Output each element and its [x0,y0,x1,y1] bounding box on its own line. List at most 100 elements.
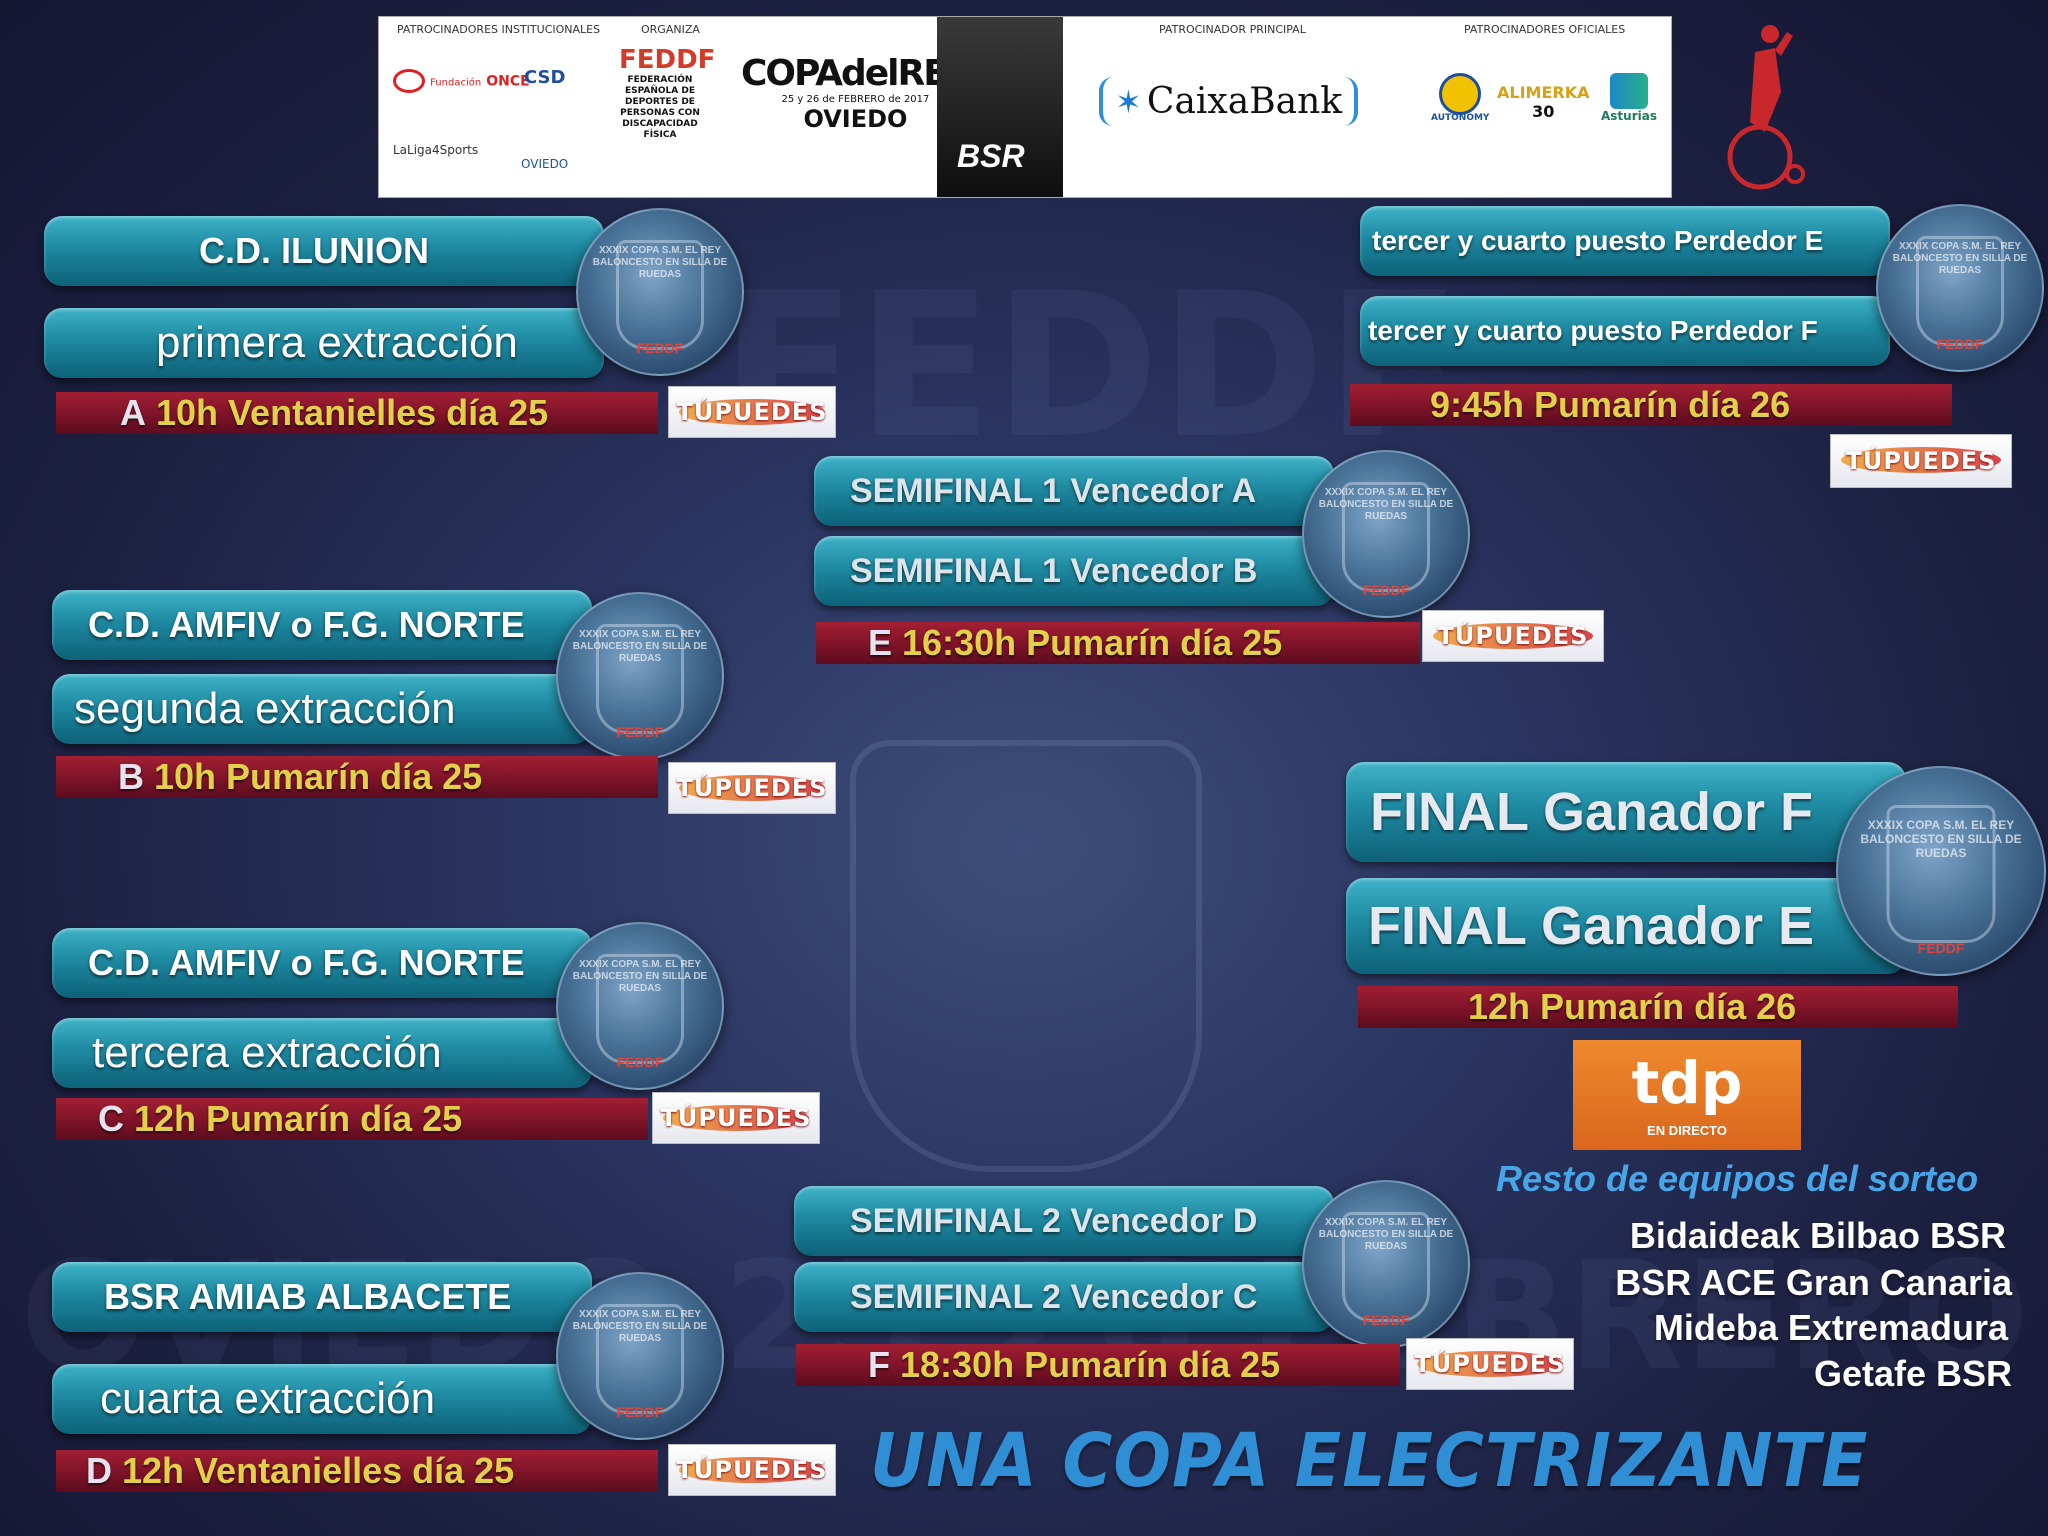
final-schedule: 12h Pumarín día 26 [1358,986,1958,1028]
alimerka-num: 30 [1532,102,1555,121]
tupuedes-tv-logo-c: TÚPUEDES [652,1092,820,1144]
match-a-schedule: A 10h Ventanielles día 25 [56,392,658,434]
team-b-name: C.D. AMFIV o F.G. NORTE [88,604,525,645]
tupuedes-tv-logo-e: TÚPUEDES [1422,610,1604,662]
tupuedes-tv-text: TÚPUEDES [676,774,828,802]
sponsors-institucionales-heading: PATROCINADORES INSTITUCIONALES [397,23,601,36]
feddf-text: FEDDF [619,45,716,75]
laliga-logo: LaLiga4Sports [393,143,479,157]
resto-team-4: Getafe BSR [1813,1353,2012,1394]
match-d-letter: D [86,1450,112,1491]
tupuedes-tv-text: TÚPUEDES [676,1456,828,1484]
draw-c-pill: tercera extracción [52,1018,592,1088]
tupuedes-tv-logo-f: TÚPUEDES [1406,1338,1574,1390]
cup-badge-e: XXXIX COPA S.M. EL REY BALONCESTO EN SIL… [1302,450,1470,618]
semifinal-2-d-label: SEMIFINAL 2 Vencedor D [850,1201,1258,1240]
cup-badge-d: XXXIX COPA S.M. EL REY BALONCESTO EN SIL… [556,1272,724,1440]
draw-d-label: cuarta extracción [100,1374,436,1423]
final-f-pill: FINAL Ganador F [1346,762,1906,862]
match-c-letter: C [98,1098,124,1139]
tupuedes-tv-logo-a: TÚPUEDES [668,386,836,438]
cup-badge-a: XXXIX COPA S.M. EL REY BALONCESTO EN SIL… [576,208,744,376]
background-feddf-text: FEDDF [720,250,1462,483]
cup-badge-text: XXXIX COPA S.M. EL REY BALONCESTO EN SIL… [572,629,708,664]
cup-badge-text: XXXIX COPA S.M. EL REY BALONCESTO EN SIL… [572,1309,708,1344]
team-c-name: C.D. AMFIV o F.G. NORTE [88,942,525,983]
match-f-schedule: F 18:30h Pumarín día 25 [796,1344,1400,1386]
team-c-pill: C.D. AMFIV o F.G. NORTE [52,928,592,998]
semifinal-1-a-pill: SEMIFINAL 1 Vencedor A [814,456,1334,526]
match-e-letter: E [868,622,893,663]
once-logo: Fundación ONCE [393,69,530,93]
copa-text: COPAdelREY [741,53,972,94]
cup-badge-logo: FEDDF [1362,582,1410,598]
cup-badge-logo: FEDDF [1362,1312,1410,1328]
tupuedes-tv-logo-d: TÚPUEDES [668,1444,836,1496]
asturias-logo: Asturias [1601,73,1657,123]
csd-logo: CSD [524,67,566,88]
draw-a-label: primera extracción [156,318,518,367]
cup-badge-final: XXXIX COPA S.M. EL REY BALONCESTO EN SIL… [1836,766,2046,976]
draw-b-pill: segunda extracción [52,674,592,744]
cup-badge-logo: FEDDF [616,1054,664,1070]
tupuedes-tv-logo-b: TÚPUEDES [668,762,836,814]
asturias-text: Asturias [1601,109,1657,123]
bsr-text: BSR [957,138,1025,174]
alimerka-logo: ALIMERKA 30 [1497,83,1589,121]
semifinal-2-d-pill: SEMIFINAL 2 Vencedor D [794,1186,1334,1256]
resto-team-2: BSR ACE Gran Canaria [1615,1262,2012,1303]
team-b-pill: C.D. AMFIV o F.G. NORTE [52,590,592,660]
cup-badge-logo: FEDDF [616,1404,664,1420]
cup-badge-logo: FEDDF [1917,940,1965,956]
team-a-name: C.D. ILUNION [199,230,429,271]
cup-badge-text: XXXIX COPA S.M. EL REY BALONCESTO EN SIL… [572,959,708,994]
match-e-time: 16:30h Pumarín día 25 [902,622,1283,663]
final-e-label: FINAL Ganador E [1368,896,1815,956]
match-b-time: 10h Pumarín día 25 [154,756,483,797]
copa-date-text: 25 y 26 de FEBRERO de 2017 [781,94,930,105]
trophy-watermark [850,740,1202,1172]
third-place-f-label: tercer y cuarto puesto Perdedor F [1368,315,1818,346]
tupuedes-tv-text: TÚPUEDES [1845,447,1997,475]
tdp-logo: tdp EN DIRECTO [1573,1040,1801,1150]
tdp-subtitle: EN DIRECTO [1647,1122,1727,1138]
feddf-logo: FEDDF FEDERACIÓN ESPAÑOLA DE DEPORTES DE… [619,45,716,141]
copa-del-rey-logo: COPAdelREY 25 y 26 de FEBRERO de 2017 OV… [741,53,972,133]
sponsors-organiza-heading: ORGANIZA [641,23,700,36]
cup-badge-f: XXXIX COPA S.M. EL REY BALONCESTO EN SIL… [1302,1180,1470,1348]
copa-city-text: OVIEDO [803,105,908,133]
cup-badge-third: XXXIX COPA S.M. EL REY BALONCESTO EN SIL… [1876,204,2044,372]
resto-team-1: Bidaideak Bilbao BSR [1629,1215,2006,1256]
once-pre-text: Fundación [430,77,482,89]
match-c-schedule: C 12h Pumarín día 25 [56,1098,648,1140]
cup-badge-c: XXXIX COPA S.M. EL REY BALONCESTO EN SIL… [556,922,724,1090]
semifinal-1-b-pill: SEMIFINAL 1 Vencedor B [814,536,1334,606]
draw-d-pill: cuarta extracción [52,1364,592,1434]
cup-badge-text: XXXIX COPA S.M. EL REY BALONCESTO EN SIL… [1318,487,1454,522]
match-e-schedule: E 16:30h Pumarín día 25 [816,622,1420,664]
semifinal-2-c-pill: SEMIFINAL 2 Vencedor C [794,1262,1334,1332]
caixabank-text: CaixaBank [1146,81,1343,122]
sponsor-banner: PATROCINADORES INSTITUCIONALES ORGANIZA … [378,16,1672,198]
tupuedes-tv-text: TÚPUEDES [1437,622,1589,650]
final-f-label: FINAL Ganador F [1370,782,1814,842]
alimerka-text: ALIMERKA [1497,83,1590,102]
match-f-letter: F [868,1344,890,1385]
semifinal-1-b-label: SEMIFINAL 1 Vencedor B [850,551,1258,590]
draw-b-label: segunda extracción [74,684,456,733]
team-a-pill: C.D. ILUNION [44,216,604,286]
sponsors-principal-heading: PATROCINADOR PRINCIPAL [1159,23,1306,36]
third-place-time: 9:45h Pumarín día 26 [1430,384,1791,425]
match-c-time: 12h Pumarín día 25 [134,1098,463,1139]
tupuedes-tv-text: TÚPUEDES [660,1104,812,1132]
third-place-e-label: tercer y cuarto puesto Perdedor E [1372,225,1824,256]
draw-a-pill: primera extracción [44,308,604,378]
feddf-full-text: FEDERACIÓN ESPAÑOLA DE DEPORTES DE PERSO… [620,75,700,140]
resto-title: Resto de equipos del sorteo [1496,1158,1979,1199]
match-d-time: 12h Ventanielles día 25 [122,1450,515,1491]
third-place-f-pill: tercer y cuarto puesto Perdedor F [1360,296,1890,366]
cup-badge-logo: FEDDF [616,724,664,740]
cup-badge-text: XXXIX COPA S.M. EL REY BALONCESTO EN SIL… [1318,1217,1454,1252]
semifinal-1-a-label: SEMIFINAL 1 Vencedor A [850,471,1257,510]
cup-badge-text: XXXIX COPA S.M. EL REY BALONCESTO EN SIL… [1860,818,2022,860]
